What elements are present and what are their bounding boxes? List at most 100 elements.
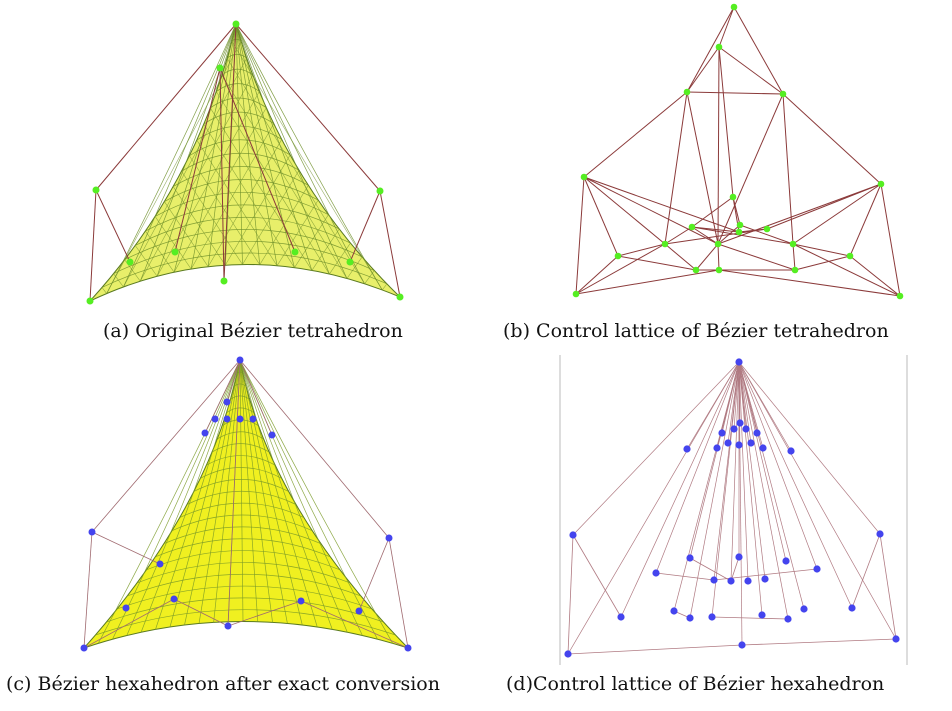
mesh-line	[154, 191, 329, 217]
mesh-line	[169, 359, 241, 628]
lattice-edge	[572, 361, 740, 536]
control-point	[236, 356, 244, 364]
lattice-edge	[711, 361, 740, 618]
lattice-edge	[655, 361, 740, 574]
mesh-line	[172, 186, 226, 266]
control-point	[564, 650, 572, 658]
lattice-edge	[792, 243, 851, 257]
lattice-edge	[575, 176, 585, 295]
lattice-edge	[880, 183, 901, 297]
mesh-line	[193, 479, 289, 492]
lattice-edge	[583, 176, 719, 245]
control-point	[156, 560, 164, 568]
mesh-line	[189, 155, 261, 265]
mesh-line	[198, 359, 241, 624]
mesh-line	[140, 74, 254, 282]
mesh-line	[210, 107, 313, 271]
lattice-edge	[173, 598, 229, 627]
control-point	[846, 252, 854, 260]
mesh-line	[101, 252, 388, 288]
control-point	[211, 415, 219, 423]
surface-patch	[89, 23, 401, 302]
mesh-line	[239, 359, 259, 622]
lattice-edge	[583, 176, 740, 233]
mesh-line	[181, 152, 300, 172]
control-point	[718, 429, 726, 437]
mesh-line	[216, 91, 330, 275]
tetrahedron-control-lattice	[572, 3, 904, 300]
lattice-edge	[851, 533, 881, 609]
control-point	[736, 419, 744, 427]
mesh-line	[237, 371, 244, 374]
control-point	[661, 240, 669, 248]
lattice-edge	[718, 6, 735, 48]
control-point	[86, 297, 94, 305]
lattice-edge	[617, 255, 697, 271]
control-point	[753, 429, 761, 437]
mesh-line	[276, 199, 319, 266]
mesh-line	[364, 270, 375, 284]
mesh-line	[145, 230, 175, 273]
lattice-edge	[792, 243, 796, 271]
control-point	[735, 553, 743, 561]
control-point	[688, 223, 696, 231]
mesh-line	[213, 359, 241, 623]
lattice-edge	[655, 572, 715, 581]
mesh-line	[196, 139, 278, 266]
lattice-edge	[575, 269, 720, 295]
mesh-line	[173, 23, 237, 273]
mesh-line	[233, 383, 247, 387]
mesh-line	[346, 256, 363, 279]
lattice-edge	[664, 226, 693, 245]
mesh-line	[239, 359, 378, 640]
lattice-edge	[583, 91, 688, 178]
control-point	[686, 554, 694, 562]
lattice-edge	[717, 243, 720, 271]
mesh-line	[382, 283, 388, 291]
control-point	[713, 444, 721, 452]
lattice-edge	[691, 226, 794, 245]
mesh-line	[124, 229, 363, 261]
lattice-edge	[83, 598, 175, 649]
lattice-edge	[567, 534, 574, 655]
control-point	[614, 252, 622, 260]
control-point	[617, 613, 625, 621]
lattice-edge	[718, 269, 901, 297]
lattice-edge	[388, 537, 409, 649]
control-point	[171, 248, 179, 256]
mesh-line	[126, 359, 241, 636]
control-point	[232, 20, 240, 28]
mesh-line	[217, 431, 264, 440]
mesh-line	[239, 359, 303, 626]
lattice-edge	[738, 361, 743, 646]
bezier-tetrahedron-surface-render	[86, 20, 404, 305]
mesh-line	[127, 573, 361, 597]
lattice-edge	[738, 228, 768, 233]
mesh-line	[239, 359, 244, 622]
lattice-edge	[227, 600, 302, 627]
lattice-edge	[738, 361, 881, 535]
lattice-edge	[738, 361, 818, 570]
mesh-line	[155, 359, 241, 630]
control-point	[715, 43, 723, 51]
control-point	[892, 635, 900, 643]
control-point	[122, 604, 130, 612]
lattice-edge	[664, 91, 688, 245]
control-point	[297, 597, 305, 605]
control-point	[385, 534, 393, 542]
mesh-line	[211, 443, 270, 453]
control-point	[761, 575, 769, 583]
mesh-line	[179, 502, 305, 518]
lattice-edge	[664, 228, 768, 245]
control-point	[787, 447, 795, 455]
mesh-line	[203, 111, 274, 125]
lattice-edge	[686, 91, 719, 245]
control-point	[201, 429, 209, 437]
caption-a: (a) Original Bézier tetrahedron	[103, 320, 403, 342]
lattice-edge	[718, 46, 734, 198]
lattice-edge	[174, 67, 221, 253]
mesh-line	[235, 23, 383, 291]
mesh-line	[239, 359, 273, 623]
mesh-line	[155, 538, 331, 558]
control-point	[670, 607, 678, 615]
